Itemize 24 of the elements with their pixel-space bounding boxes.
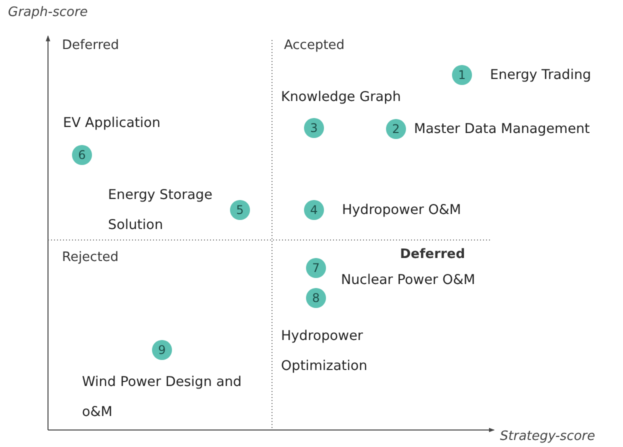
item-label: EV Application [63,114,162,133]
item-label: Nuclear Power O&M [341,271,476,290]
axis-title: Strategy-score [500,429,596,444]
item-label: Wind Power Design and o&M [82,373,243,422]
item-label: Master Data Management [414,120,591,139]
number-badge: 8 [306,288,326,308]
number-badge: 5 [230,200,250,220]
item-label: Hydropower Optimization [281,327,368,376]
number-badge: 3 [304,118,324,138]
item-label: Hydropower O&M [342,201,462,220]
number-badge: 2 [386,119,406,139]
quadrant-label: Accepted [284,38,345,53]
axis-title: Graph-score [8,5,88,20]
item-label: Energy Trading [490,66,592,85]
quadrant-label: Deferred [400,247,466,262]
number-badge: 4 [304,200,324,220]
number-badge: 9 [152,340,172,360]
item-label: Knowledge Graph [281,88,402,107]
number-badge: 6 [72,145,92,165]
item-label: Energy Storage Solution [108,186,214,235]
quadrant-label: Rejected [62,250,119,265]
quadrant-label: Deferred [62,38,120,53]
number-badge: 7 [306,258,326,278]
number-badge: 1 [452,65,472,85]
